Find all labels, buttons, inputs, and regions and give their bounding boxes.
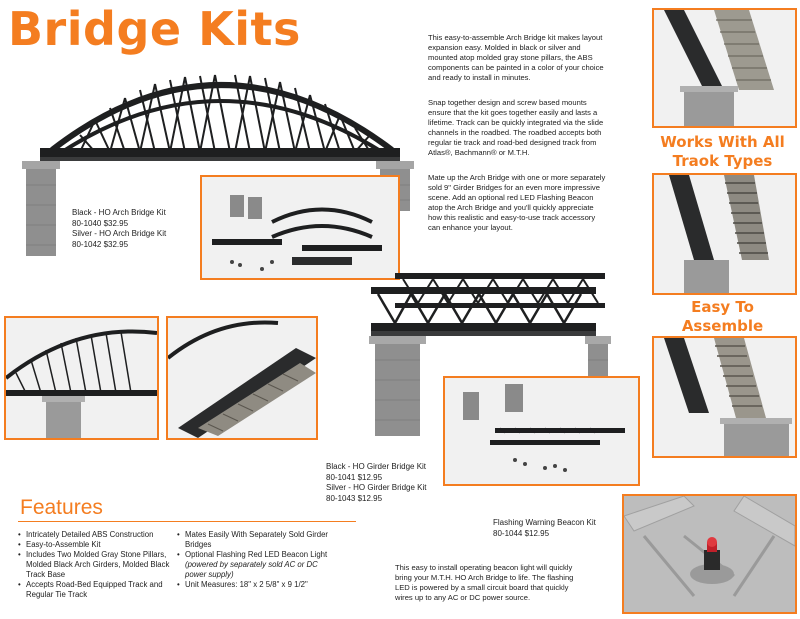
intro-3-line-6: can enhance your layout. bbox=[428, 223, 513, 232]
intro-2-line-5: regular tie track and road-bed designed … bbox=[428, 138, 597, 147]
feature-text: Includes Two Molded Gray Stone Pillars, … bbox=[26, 550, 170, 579]
easy-line-2: Assemble bbox=[681, 317, 764, 335]
feature-item: Unit Measures: 18" x 2 5/8" x 9 1/2" bbox=[177, 580, 337, 590]
intro-paragraph-1: This easy-to-assemble Arch Bridge kit ma… bbox=[428, 33, 648, 83]
works-line-1: Works With All bbox=[660, 133, 785, 151]
arch-side-photo bbox=[4, 316, 159, 440]
girder-kit-line-1: Black - HO Girder Bridge Kit bbox=[326, 462, 427, 471]
intro-2-line-4: channels in the roadbed. The roadbed acc… bbox=[428, 128, 602, 137]
beacon-desc-line-2: bring your M.T.H. HO Arch Bridge to life… bbox=[395, 573, 574, 582]
beacon-kit-caption: Flashing Warning Beacon Kit 80-1044 $12.… bbox=[493, 518, 596, 539]
intro-1-line-2: expansion easy. Molded in black or silve… bbox=[428, 43, 581, 52]
intro-3-line-1: Mate up the Arch Bridge with one or more… bbox=[428, 173, 606, 182]
works-line-2: Traok Types bbox=[672, 152, 773, 170]
feature-text: Intricately Detailed ABS Construction bbox=[26, 530, 154, 539]
easy-to-assemble-heading: Easy To Assemble bbox=[645, 298, 800, 336]
feature-text: Mates Easily With Separately Sold Girder… bbox=[185, 530, 328, 549]
intro-paragraph-3: Mate up the Arch Bridge with one or more… bbox=[428, 173, 648, 233]
arch-track-photo bbox=[166, 316, 318, 440]
works-with-all-track-types-heading: Works With All Traok Types bbox=[645, 133, 800, 171]
girder-kit-parts-photo bbox=[443, 376, 640, 486]
arch-kit-line-4: 80-1042 $32.95 bbox=[72, 239, 129, 249]
features-heading: Features bbox=[20, 496, 103, 519]
intro-3-line-5: how this realistic and easy-to-use track… bbox=[428, 213, 596, 222]
feature-item: Intricately Detailed ABS Construction bbox=[18, 530, 176, 540]
intro-1-line-5: and ready to install in minutes. bbox=[428, 73, 531, 82]
feature-text: Easy-to-Assemble Kit bbox=[26, 540, 101, 549]
girder-kit-caption: Black - HO Girder Bridge Kit 80-1041 $12… bbox=[326, 462, 426, 504]
arch-kit-line-1: Black - HO Arch Bridge Kit bbox=[72, 208, 166, 217]
arch-kit-caption: Black - HO Arch Bridge Kit 80-1040 $32.9… bbox=[72, 208, 166, 250]
arch-kit-line-3: Silver - HO Arch Bridge Kit bbox=[72, 229, 167, 238]
intro-2-line-6: Atlas®, Bachmann® or M.T.H. bbox=[428, 148, 530, 157]
feature-note: (powered by separately sold AC or DC pow… bbox=[185, 560, 318, 579]
feature-item: Optional Flashing Red LED Beacon Light (… bbox=[177, 550, 337, 580]
arch-kit-parts-photo bbox=[200, 175, 400, 280]
girder-kit-line-2: 80-1041 $12.95 bbox=[326, 472, 383, 482]
features-divider bbox=[18, 521, 356, 522]
intro-1-line-4: components can be painted in a color of … bbox=[428, 63, 604, 72]
intro-2-line-2: ensure that the kit goes together easily… bbox=[428, 108, 598, 117]
feature-item: Includes Two Molded Gray Stone Pillars, … bbox=[18, 550, 176, 580]
beacon-kit-line-1: Flashing Warning Beacon Kit bbox=[493, 518, 596, 527]
beacon-description: This easy to install operating beacon li… bbox=[395, 563, 620, 603]
intro-1-line-1: This easy-to-assemble Arch Bridge kit ma… bbox=[428, 33, 603, 42]
feature-text: Accepts Road-Bed Equipped Track and Regu… bbox=[26, 580, 163, 599]
easy-line-1: Easy To bbox=[691, 298, 754, 316]
girder-bridge-image bbox=[369, 273, 611, 436]
intro-2-line-3: lifetime. Track can be quickly integrate… bbox=[428, 118, 604, 127]
girder-kit-line-4: 80-1043 $12.95 bbox=[326, 493, 383, 503]
features-list-col2: Mates Easily With Separately Sold Girder… bbox=[177, 530, 337, 590]
beacon-desc-line-4: wires up to any AC or DC power source. bbox=[395, 593, 531, 602]
intro-3-line-4: atop the Arch Bridge and you'll quickly … bbox=[428, 203, 594, 212]
feature-text: Optional Flashing Red LED Beacon Light bbox=[185, 550, 328, 559]
feature-item: Accepts Road-Bed Equipped Track and Regu… bbox=[18, 580, 176, 600]
intro-1-line-3: mounted atop molded gray stone pillars, … bbox=[428, 53, 593, 62]
beacon-kit-line-2: 80-1044 $12.95 bbox=[493, 528, 550, 538]
girder-kit-line-3: Silver - HO Girder Bridge Kit bbox=[326, 483, 427, 492]
features-list-col1: Intricately Detailed ABS Construction Ea… bbox=[18, 530, 176, 600]
intro-3-line-2: sold 9" Girder Bridges for an even more … bbox=[428, 183, 600, 192]
intro-2-line-1: Snap together design and screw based mou… bbox=[428, 98, 587, 107]
feature-item: Easy-to-Assemble Kit bbox=[18, 540, 176, 550]
track-closeup-photo-2 bbox=[652, 173, 797, 295]
arch-kit-line-2: 80-1040 $32.95 bbox=[72, 218, 129, 228]
intro-paragraph-2: Snap together design and screw based mou… bbox=[428, 98, 648, 158]
page-title: Bridge Kits bbox=[8, 2, 301, 56]
track-closeup-photo-3 bbox=[652, 336, 797, 458]
beacon-photo bbox=[622, 494, 797, 614]
intro-3-line-3: scene. Add an optional red LED Flashing … bbox=[428, 193, 594, 202]
beacon-desc-line-1: This easy to install operating beacon li… bbox=[395, 563, 573, 572]
beacon-desc-line-3: LED is powered by a small circuit board … bbox=[395, 583, 569, 592]
track-closeup-photo-1 bbox=[652, 8, 797, 128]
feature-item: Mates Easily With Separately Sold Girder… bbox=[177, 530, 337, 550]
feature-text: Unit Measures: 18" x 2 5/8" x 9 1/2" bbox=[185, 580, 308, 589]
